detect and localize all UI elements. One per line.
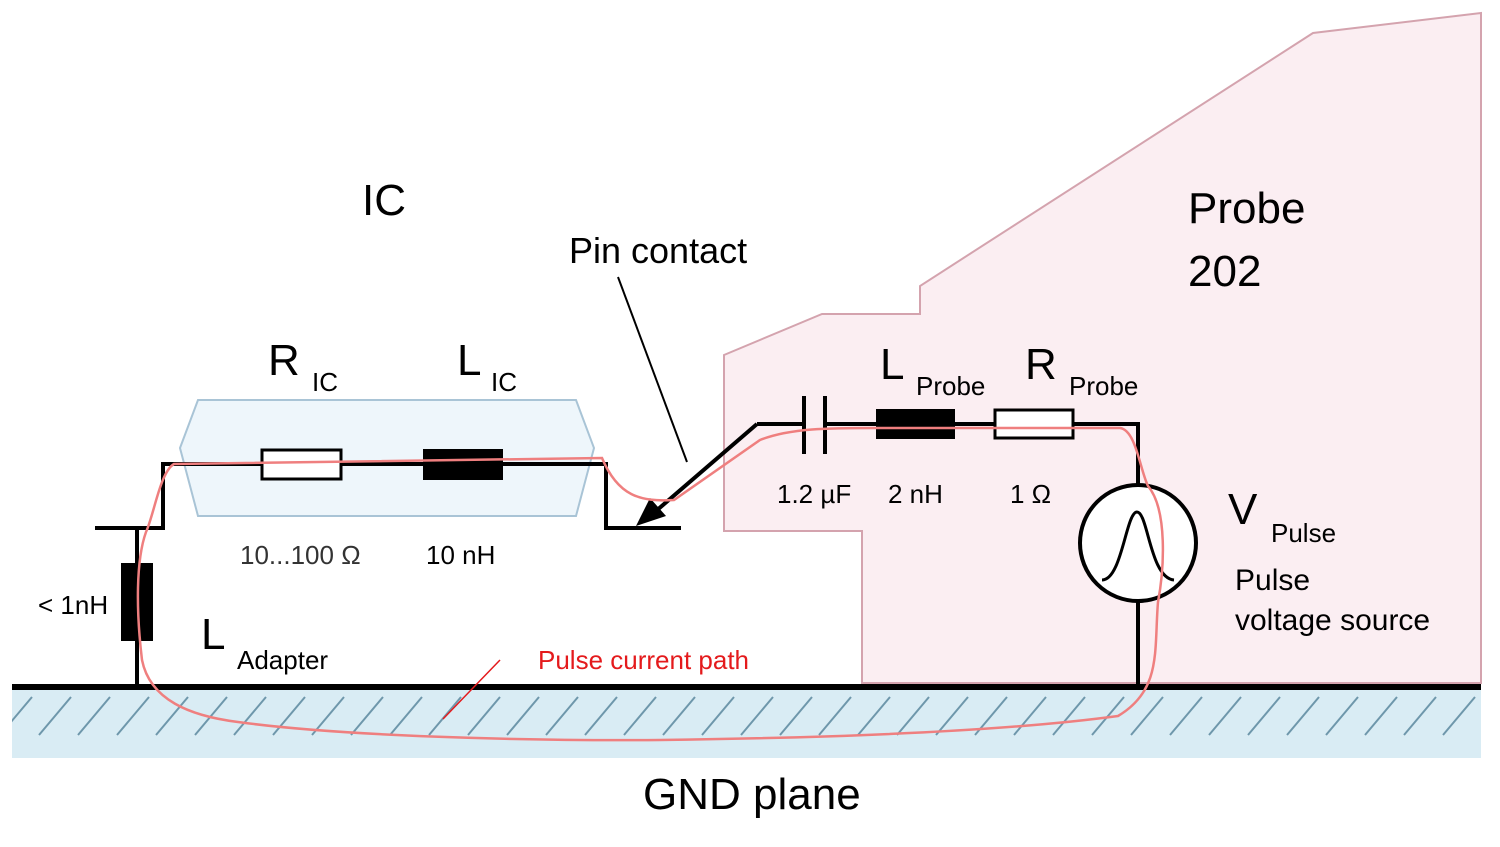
r-probe-symbol: R: [1025, 340, 1057, 389]
r-ic-symbol: R: [268, 336, 300, 385]
gnd-hatch-line: [389, 696, 423, 736]
pulse-source-label-line1: Pulse: [1235, 564, 1311, 597]
pulse-current-path: [136, 426, 1165, 742]
probe-label-line1: Probe: [1188, 184, 1306, 233]
gnd-hatch-line: [1013, 696, 1047, 736]
gnd-hatch-line: [584, 696, 618, 736]
gnd-hatch-line: [779, 696, 813, 736]
gnd-hatch-line: [1325, 696, 1359, 736]
gnd-hatch-line: [506, 696, 540, 736]
gnd-hatch-line: [1482, 697, 1500, 735]
gnd-hatch-line: [1169, 696, 1203, 736]
gnd-hatch-line: [77, 696, 111, 736]
probe-body: [723, 11, 1482, 684]
l-probe-value: 2 nH: [888, 479, 943, 509]
l-probe-symbol: L: [880, 340, 905, 389]
gnd-hatch-line: [818, 696, 852, 736]
resistor-r-probe: [993, 408, 1075, 440]
ic-package: [178, 399, 596, 517]
gnd-hatch-line: [662, 696, 696, 736]
l-adapter-subscript: Adapter: [237, 645, 329, 675]
gnd-hatch-line: [1247, 696, 1281, 736]
gnd-hatch-line: [1208, 696, 1242, 736]
probe-needle: [636, 422, 759, 526]
gnd-hatch-line: [311, 696, 345, 736]
gnd-hatch-line: [1364, 696, 1398, 736]
gnd-hatch-line: [935, 696, 969, 736]
gnd-hatch-line: [740, 696, 774, 736]
pulse-waveform-icon: [1101, 510, 1175, 582]
r-ic-value: 10...100 Ω: [240, 540, 361, 570]
gnd-plane: [12, 684, 1500, 758]
gnd-hatch-line: [467, 696, 501, 736]
gnd-hatch-line: [701, 696, 735, 736]
v-pulse-symbol: V: [1228, 485, 1258, 534]
resistor-r-ic: [260, 448, 343, 481]
gnd-hatch-line: [1130, 696, 1164, 736]
gnd-hatch-line: [1091, 696, 1125, 736]
l-ic-value: 10 nH: [426, 540, 496, 570]
inductor-l-ic: [423, 449, 503, 480]
gnd-hatch-line: [1403, 696, 1437, 736]
l-adapter-symbol: L: [201, 610, 226, 659]
l-ic-symbol: L: [457, 336, 482, 385]
pin-contact-label: Pin contact: [569, 230, 748, 271]
gnd-hatch-line: [623, 696, 657, 736]
probe-label-line2: 202: [1188, 247, 1262, 296]
l-ic-subscript: IC: [491, 367, 517, 397]
pulse-current-path-label: Pulse current path: [538, 645, 750, 675]
gnd-plane-label: GND plane: [643, 770, 861, 819]
gnd-hatch-line: [545, 696, 579, 736]
inductor-l-probe: [876, 409, 955, 439]
gnd-hatch-line: [1052, 696, 1086, 736]
r-probe-value: 1 Ω: [1010, 479, 1052, 509]
pulse-source-label-line2: voltage source: [1235, 604, 1431, 637]
r-ic-subscript: IC: [312, 367, 338, 397]
gnd-hatch-line: [1442, 696, 1476, 736]
gnd-hatch-line: [1286, 696, 1320, 736]
gnd-hatch-line: [857, 696, 891, 736]
current-path-leader: [442, 659, 501, 720]
pin-contact-leader: [617, 276, 688, 463]
gnd-hatch-line: [155, 696, 189, 736]
gnd-hatch-line: [350, 696, 384, 736]
l-adapter-value: < 1nH: [38, 590, 109, 620]
gnd-hatch-line: [12, 696, 33, 723]
v-pulse-subscript: Pulse: [1271, 518, 1337, 548]
l-probe-subscript: Probe: [916, 371, 986, 401]
gnd-hatch-line: [233, 696, 267, 736]
capacitor-value: 1.2 µF: [777, 479, 852, 509]
gnd-hatch-line: [896, 696, 930, 736]
gnd-hatch-line: [116, 696, 150, 736]
gnd-hatch-line: [272, 696, 306, 736]
r-probe-subscript: Probe: [1069, 371, 1139, 401]
ic-label: IC: [362, 176, 406, 225]
capacitor: [802, 396, 827, 454]
gnd-hatch-line: [38, 696, 72, 736]
pulse-source: [1078, 483, 1198, 603]
